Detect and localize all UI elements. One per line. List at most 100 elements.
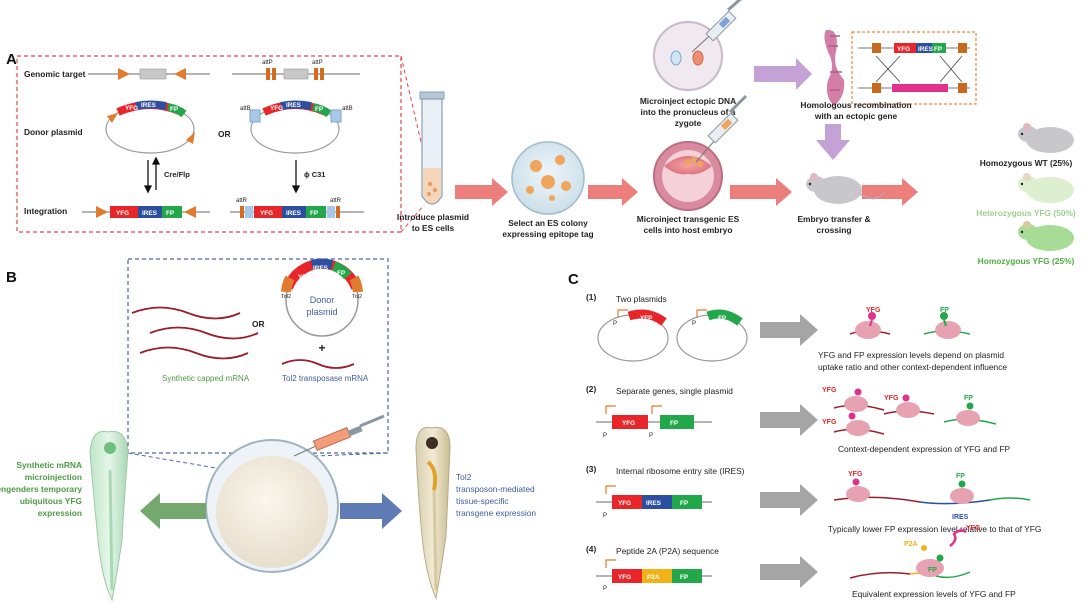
left-caption-line5: expression [38, 508, 82, 518]
mouse-homozygous-yfg [1018, 221, 1074, 251]
hr-ires-label: IRES [918, 46, 934, 53]
row-label-donor-plasmid: Donor plasmid [24, 127, 83, 137]
row3-yfg-protein: YFG [848, 471, 863, 478]
row3-ires-site: IRES [952, 514, 969, 521]
row4-title: Peptide 2A (P2A) sequence [616, 546, 719, 556]
row1-yfp-label: YFP [640, 315, 653, 322]
row3-fp: FP [680, 500, 689, 507]
transposase-mrna-label: Tol2 transposase mRNA [282, 374, 369, 383]
flow-arrow-4 [862, 178, 918, 206]
panel-b-label: B [6, 269, 17, 286]
tol2-right-label: Tol2 [352, 294, 362, 300]
flow-arrow-3 [730, 178, 792, 206]
attb-label-left: attB [240, 106, 251, 112]
chromosome-illustration [824, 29, 845, 106]
step-pronucleus-line1: Microinject ectopic DNA [640, 96, 736, 106]
step-homologous-line2: with an ectopic gene [814, 111, 898, 121]
recombinase-arrow-right [291, 160, 301, 194]
row2-construct [596, 405, 712, 429]
row3-construct [596, 485, 712, 509]
row4-fp-protein: FP [928, 567, 937, 574]
row4-fp: FP [680, 574, 689, 581]
step-es-line2: cells into host embryo [644, 225, 733, 235]
injection-syringe [293, 414, 385, 457]
row4-p2a: P2A [647, 574, 660, 581]
panel-c-label: C [568, 271, 579, 288]
row4-p2a-protein: P2A [904, 541, 918, 548]
row2-p1: P [603, 433, 607, 439]
tol2-ires-label: IRES [313, 265, 329, 272]
cre-flp-label: Cre/Flp [164, 170, 190, 179]
hr-yfg-label: YFG [897, 46, 910, 53]
row2-ribosomes [833, 388, 997, 436]
panel-a-zoom-line-top [400, 55, 425, 156]
outcome-homozygous-wt: Homozygous WT (25%) [980, 158, 1073, 168]
attb-label-right: attB [342, 106, 353, 112]
panel-a-zoom-line-bottom [400, 204, 425, 233]
step-colony-line1: Select an ES colony [508, 218, 588, 228]
test-tube-illustration [419, 91, 445, 205]
attr-label-left: attR [236, 198, 248, 204]
blue-arrow-right [340, 493, 402, 529]
donor-ires-right: IRES [286, 102, 302, 109]
row2-gray-arrow [760, 404, 818, 436]
plus-sign: + [318, 341, 325, 355]
integration-yfg-right: YFG [260, 210, 273, 217]
row3-result: Typically lower FP expression level rela… [828, 524, 1041, 534]
donor-label-line1: Donor [310, 295, 335, 305]
panel-b-dashed-box [127, 258, 389, 454]
row3-num: (3) [586, 464, 596, 474]
row-label-genomic-target: Genomic target [24, 69, 86, 79]
recombination-detail [858, 43, 970, 93]
integration-ires-left: IRES [142, 210, 158, 217]
integration-fp-right: FP [310, 210, 319, 217]
zebrafish-transgenic [415, 426, 451, 600]
donor-ires-left: IRES [141, 102, 157, 109]
row4-yfg: YFG [618, 574, 631, 581]
outcome-homozygous-yfg: Homozygous YFG (25%) [978, 256, 1075, 266]
panel-a-label: A [6, 51, 17, 68]
synthetic-mrna-strands [131, 306, 259, 360]
purple-arrow-right [754, 58, 812, 90]
step-homologous-line1: Homologous recombination [800, 100, 911, 110]
row2-num: (2) [586, 384, 596, 394]
donor-label-line2: plasmid [306, 307, 337, 317]
row2-fp-protein: FP [964, 395, 973, 402]
right-caption-line3: tissue-specific [456, 496, 509, 506]
row1-ribosomes [849, 312, 971, 339]
row4-construct [596, 559, 712, 583]
row2-p2: P [649, 433, 653, 439]
row4-result: Equivalent expression levels of YFG and … [852, 589, 1016, 599]
donor-fp-right: FP [315, 106, 324, 113]
row3-gray-arrow [760, 484, 818, 516]
row1-gray-arrow [760, 314, 818, 346]
right-caption-line2: transposon-mediated [456, 484, 535, 494]
recombination-zoom-box [851, 31, 977, 105]
step-es-line1: Microinject transgenic ES [637, 214, 740, 224]
row2-title: Separate genes, single plasmid [616, 386, 733, 396]
row4-p: P [603, 586, 607, 592]
row1-p1: P [613, 321, 617, 327]
row1-fp-protein: FP [940, 307, 949, 314]
step-pronucleus-line3: zygote [675, 118, 702, 128]
left-caption-line1: Synthetic mRNA [16, 460, 82, 470]
hr-fp-label: FP [934, 46, 943, 53]
step-transfer-line2: crossing [817, 225, 852, 235]
phi-c31-label: ϕ C31 [304, 170, 325, 179]
mouse-heterozygous-yfg [1018, 173, 1074, 203]
purple-arrow-down [816, 124, 850, 160]
attr-label-right: attR [330, 198, 342, 204]
row1-p2: P [692, 321, 696, 327]
row3-yfg: YFG [618, 500, 631, 507]
tol2-left-label: Tol2 [281, 294, 291, 300]
row1-title: Two plasmids [616, 294, 667, 304]
syringe-top [691, 0, 742, 53]
integration-yfg-left: YFG [116, 210, 129, 217]
flow-arrow-2 [588, 178, 638, 206]
panel-a-dashed-box [16, 55, 402, 233]
step-plasmid-line1: Introduce plasmid [397, 212, 469, 222]
zebrafish-green [89, 430, 129, 602]
row2-yfg-protein-a: YFG [822, 387, 837, 394]
row4-yfg-protein: YFG [966, 525, 981, 532]
zebrafish-egg [205, 439, 339, 573]
